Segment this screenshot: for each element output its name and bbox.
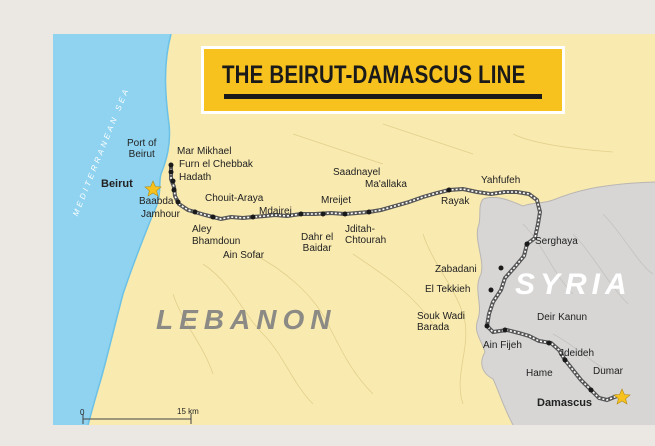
station-dot (546, 340, 552, 346)
label-jditah-chtourah: Jditah- Chtourah (345, 224, 387, 246)
label-el-tekkieh: El Tekkieh (425, 284, 471, 295)
station-dot (498, 265, 504, 271)
beirut-star-icon (144, 180, 162, 197)
label-chouit-araya: Chouit-Araya (205, 193, 264, 204)
label-jamhour: Jamhour (141, 209, 180, 220)
label-mdairej: Mdairej (259, 206, 292, 217)
label-jdeideh: Jdeideh (559, 348, 595, 359)
label-bhamdoun: Bhamdoun (192, 236, 241, 247)
label-mar-mikhael: Mar Mikhael (177, 146, 232, 157)
station-dot (342, 211, 348, 217)
station-dot (524, 241, 530, 247)
station-dot (320, 211, 326, 217)
map-title: THE BEIRUT-DAMASCUS LINE (222, 61, 526, 89)
sea-region (53, 34, 171, 425)
station-dot (175, 199, 181, 205)
title-underline (224, 94, 542, 99)
damascus-star-icon (613, 388, 631, 405)
terrain-lines (172, 123, 614, 405)
title-banner: THE BEIRUT-DAMASCUS LINE (201, 46, 565, 114)
label-beirut: Beirut (101, 178, 133, 190)
station-dot (562, 357, 568, 363)
station-dot (171, 187, 177, 193)
station-dots (168, 162, 594, 393)
station-dot (488, 287, 494, 293)
label-dumar: Dumar (593, 366, 624, 377)
label-hadath: Hadath (179, 172, 212, 183)
scale-zero-label: 0 (80, 408, 85, 417)
label-rayak: Rayak (441, 196, 470, 207)
country-label-syria: SYRIA (515, 268, 632, 301)
label-port-of-beirut: Port of Beirut (127, 138, 157, 160)
station-dot (170, 178, 176, 184)
label-souk-wadi-barada: Souk Wadi Barada (417, 311, 465, 333)
label-yahfufeh: Yahfufeh (481, 175, 521, 186)
station-dot (502, 327, 508, 333)
syria-region (476, 182, 655, 425)
syria-terrain (522, 213, 654, 375)
label-baabda: Baabda (139, 196, 174, 207)
label-hame: Hame (526, 368, 553, 379)
country-label-lebanon: LEBANON (156, 304, 337, 335)
label-saadnayel: Saadnayel (333, 167, 381, 178)
map-graphics (53, 34, 655, 425)
station-dot (192, 209, 198, 215)
label-dahr-el-baidar: Dahr el Baidar (301, 232, 334, 254)
label-mreijet: Mreijet (321, 195, 352, 206)
label-damascus: Damascus (537, 397, 593, 409)
label-furn-el-chebbak: Furn el Chebbak (179, 159, 253, 170)
station-dot (250, 214, 256, 220)
station-dot (168, 169, 174, 175)
label-maallaka: Ma'allaka (365, 179, 407, 190)
scale-bar (82, 414, 192, 424)
coastline (87, 34, 172, 425)
map-canvas: THE BEIRUT-DAMASCUS LINE MEDITERRANEAN S… (53, 34, 655, 425)
label-aley: Aley (192, 224, 212, 235)
station-dot (210, 214, 216, 220)
label-serghaya: Serghaya (535, 236, 578, 247)
label-ain-fijeh: Ain Fijeh (483, 340, 522, 351)
label-deir-kanun: Deir Kanun (537, 312, 588, 323)
label-zabadani: Zabadani (435, 264, 477, 275)
scale-distance-label: 15 km (177, 407, 199, 416)
station-dot (168, 162, 174, 168)
station-dot (298, 211, 304, 217)
station-dot (446, 187, 452, 193)
railway-ties (170, 165, 618, 401)
station-dot (484, 323, 490, 329)
label-ain-sofar: Ain Sofar (223, 250, 265, 261)
station-dot (588, 387, 594, 393)
station-dot (366, 209, 372, 215)
border-line (475, 181, 655, 425)
